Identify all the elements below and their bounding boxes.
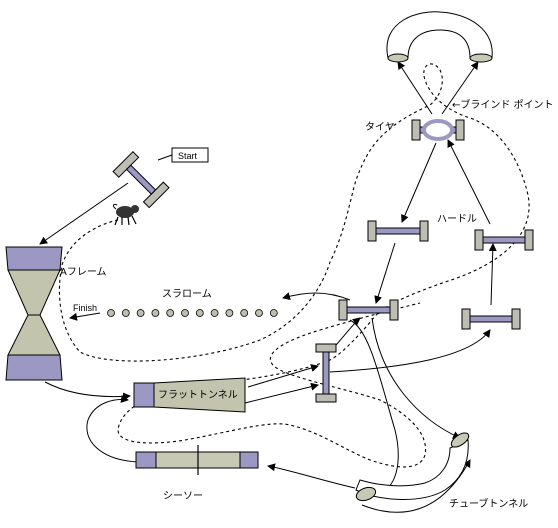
hurdle-start — [112, 151, 170, 209]
arrow-tubetunnel-loop — [349, 319, 399, 497]
arrow-tire-to-tunnel-left — [397, 61, 433, 115]
arrow-seesaw-to-flattunnel — [86, 394, 139, 463]
arrow-aframe-to-flattunnel — [44, 381, 131, 401]
arrow-slalom-to-finish — [69, 312, 101, 321]
arrow-tire-to-tunnel-right — [441, 61, 479, 115]
tube-tunnel-label: チューブトンネル — [449, 497, 528, 510]
flat-tunnel-obstacle — [133, 377, 246, 413]
slalom-pole — [136, 309, 145, 317]
tire-obstacle — [411, 119, 465, 141]
arrow-flattunnel-to-post2 — [244, 382, 319, 404]
a-frame-label: Aフレーム — [60, 266, 107, 278]
slalom-poles — [107, 309, 278, 317]
arrow-hurdle-to-slalom — [282, 292, 351, 301]
arrow-start-to-aframe — [39, 182, 129, 245]
tube-tunnel-bottom — [355, 432, 470, 502]
arrow-hurdle-to-tire — [447, 139, 491, 225]
arrow-flattunnel-to-post1 — [247, 364, 319, 388]
slalom-pole — [255, 309, 263, 317]
tire-label: タイヤ — [365, 121, 395, 133]
slalom-pole — [240, 309, 249, 317]
seesaw-label: シーソー — [163, 491, 203, 502]
arrow-hurdle-up — [488, 243, 497, 306]
start-label: Start — [178, 151, 198, 161]
hurdle-label: ハードル — [437, 214, 477, 225]
slalom-pole — [121, 309, 130, 317]
arrow-hurdle-to-tubetunnel — [371, 317, 461, 439]
arrow-tubetunnel-to-seesaw — [267, 463, 356, 489]
arrow-tire-down-to-hurdle — [401, 142, 437, 223]
arrow-post-to-hurdle-right — [329, 329, 491, 373]
slalom-pole — [107, 309, 115, 317]
slalom-pole — [269, 309, 278, 317]
slalom-pole — [225, 309, 234, 317]
slalom-pole — [195, 309, 204, 317]
hurdle-center — [338, 299, 399, 321]
a-frame-obstacle — [5, 246, 63, 381]
seesaw-obstacle — [135, 445, 259, 475]
start-box: Start — [157, 147, 209, 163]
flat-tunnel-label: フラットトンネル — [158, 389, 238, 401]
arrow-hurdle-down — [374, 242, 396, 304]
hurdle-right-upper — [474, 229, 534, 251]
slalom-pole — [166, 309, 175, 317]
tube-tunnel-top — [386, 11, 493, 63]
slalom-label: スラローム — [162, 288, 212, 300]
slalom-pole — [151, 309, 160, 317]
slalom-pole — [181, 309, 189, 317]
slalom-pole — [210, 309, 219, 317]
blind-point-label: ←ブラインド ポイント — [452, 98, 554, 111]
hurdle-upper-middle — [367, 220, 429, 242]
finish-label: Finish — [73, 303, 97, 313]
dog-icon — [113, 203, 139, 226]
hurdle-right-lower — [461, 308, 521, 330]
hurdle-vertical — [315, 343, 337, 403]
